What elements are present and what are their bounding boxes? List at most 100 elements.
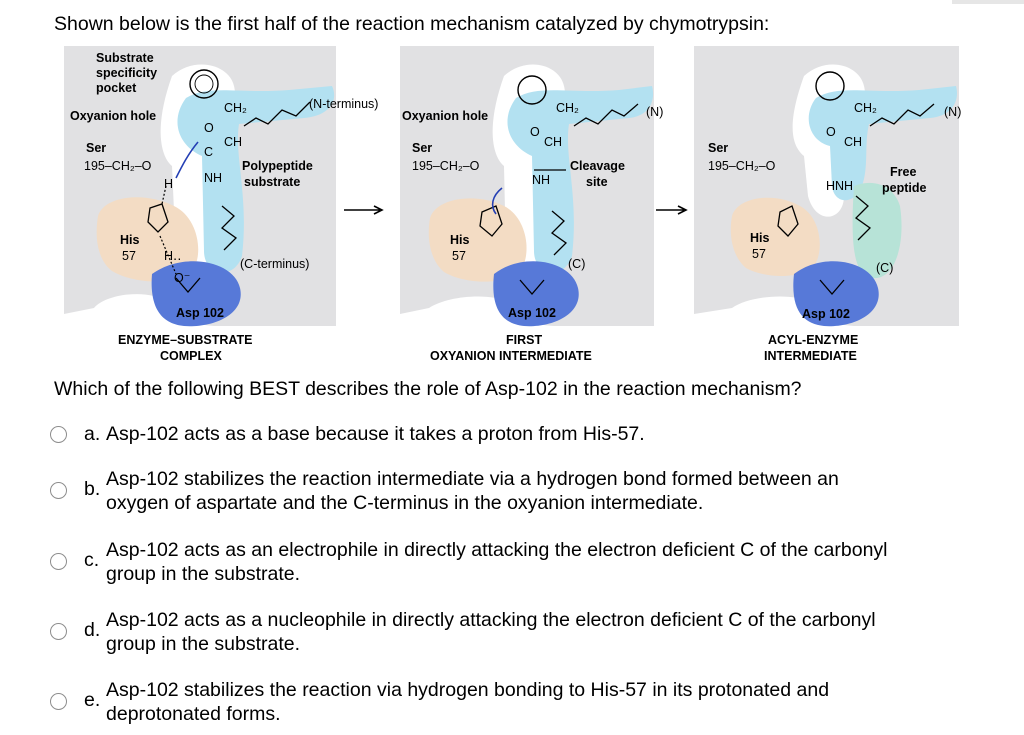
o-label: O	[204, 121, 214, 135]
option-c-line-2: group in the substrate.	[106, 563, 301, 585]
imidazole-ring-3	[777, 205, 799, 237]
ch-label-2: CH	[544, 135, 562, 149]
polypeptide-label-2: substrate	[244, 175, 300, 189]
radio-button-e[interactable]	[50, 693, 67, 710]
his-label-2: His	[450, 233, 470, 247]
option-b-line-2: oxygen of aspartate and the C-terminus i…	[106, 492, 704, 514]
asp-region-3	[793, 261, 879, 327]
option-e-line-1: Asp-102 stabilizes the reaction via hydr…	[106, 679, 830, 701]
o-label-2: O	[530, 125, 540, 139]
option-letter-c: c.	[84, 549, 100, 571]
mechanism-diagram: Substrate specificity pocket Oxyanion ho…	[64, 46, 961, 363]
proton-arrow	[491, 187, 503, 215]
his-num-label-3: 57	[752, 247, 766, 261]
his-num-label: 57	[122, 249, 136, 263]
his-label-3: His	[750, 231, 770, 245]
step-arrow-2	[656, 205, 688, 215]
option-text-d: Asp-102 acts as a nucleophile in directl…	[106, 608, 1006, 656]
attack-arrow	[175, 141, 199, 179]
his-region-3	[730, 197, 820, 276]
option-a-line-1: Asp-102 acts as a base because it takes …	[106, 423, 645, 445]
option-letter-b: b.	[84, 478, 101, 500]
panel-enzyme-substrate: Substrate specificity pocket Oxyanion ho…	[64, 46, 378, 363]
his-num-label-2: 57	[452, 249, 466, 263]
ch-label-3: CH	[844, 135, 862, 149]
carboxylate-2	[519, 279, 545, 295]
radio-button-b[interactable]	[50, 482, 67, 499]
pocket-label-1: Substrate	[96, 51, 154, 65]
his-region	[96, 197, 199, 282]
caption-1-line-2: COMPLEX	[160, 349, 222, 363]
ch-label: CH	[224, 135, 242, 149]
option-text-e: Asp-102 stabilizes the reaction via hydr…	[106, 678, 1006, 726]
asp-region-2	[493, 261, 579, 327]
nh-label-2: NH	[532, 173, 550, 187]
ser-chain-label-2: 195–CH₂–O	[412, 159, 480, 173]
caption-3-line-1: ACYL-ENZYME	[768, 333, 858, 347]
free-peptide-label-1: Free	[890, 165, 916, 179]
c-terminus-label: (C-terminus)	[240, 257, 309, 271]
option-letter-e: e.	[84, 689, 101, 711]
oxyanion-label: Oxyanion hole	[70, 109, 156, 123]
radio-button-a[interactable]	[50, 426, 67, 443]
option-letter-a: a.	[84, 423, 101, 445]
asp-label-3: Asp 102	[802, 307, 850, 321]
question-text: Which of the following BEST describes th…	[54, 378, 802, 400]
phenyl-ring-2	[517, 75, 547, 105]
polypeptide-label-1: Polypeptide	[242, 159, 313, 173]
carboxylate	[175, 277, 201, 293]
ser-label-2: Ser	[412, 141, 432, 155]
backbone-c-side-2	[550, 210, 568, 256]
substrate-region-2	[507, 86, 654, 273]
option-b-line-1: Asp-102 stabilizes the reaction intermed…	[106, 468, 839, 490]
asp-label-2: Asp 102	[508, 306, 556, 320]
nh-label: NH	[204, 171, 222, 185]
option-text-b: Asp-102 stabilizes the reaction intermed…	[106, 467, 1006, 515]
caption-3-line-2: INTERMEDIATE	[764, 349, 857, 363]
n-terminus-label: (N-terminus)	[309, 97, 378, 111]
c-label-2: (C)	[568, 257, 585, 271]
hbond-his-asp	[159, 235, 177, 275]
o-minus-label: O⁻	[174, 271, 190, 285]
imidazole-ring	[147, 203, 169, 233]
n-label-3: (N)	[944, 105, 961, 119]
phenyl-ring-3	[815, 71, 845, 101]
ch2-label: CH₂	[224, 101, 247, 115]
caption-1-line-1: ENZYME–SUBSTRATE	[118, 333, 253, 347]
his-region-2	[428, 198, 527, 282]
o-label-3: O	[826, 125, 836, 139]
pocket-label-3: pocket	[96, 81, 137, 95]
imidazole-ring-2	[479, 205, 503, 237]
ser-chain-label: 195–CH₂–O	[84, 159, 152, 173]
radio-button-d[interactable]	[50, 623, 67, 640]
panel-oxyanion-intermediate: Oxyanion hole CH₂ (N) O CH Ser 195–CH₂–O…	[400, 46, 663, 363]
h-dots-label: H․․	[164, 249, 181, 263]
substrate-region-3	[808, 86, 957, 201]
option-text-c: Asp-102 acts as an electrophile in direc…	[106, 538, 1006, 586]
hbond-ser-his	[161, 185, 167, 205]
option-c-line-1: Asp-102 acts as an electrophile in direc…	[106, 539, 888, 561]
ch2-label-3: CH₂	[854, 101, 877, 115]
option-letter-d: d.	[84, 619, 101, 641]
h-label: H	[164, 177, 173, 191]
intro-text: Shown below is the first half of the rea…	[54, 13, 770, 35]
backbone-c-side-3	[854, 195, 872, 241]
backbone-c-side	[220, 205, 238, 251]
free-peptide-region	[852, 182, 902, 279]
asp-region	[151, 261, 241, 327]
phenyl-ring	[189, 69, 219, 99]
radio-button-c[interactable]	[50, 553, 67, 570]
option-d-line-2: group in the substrate.	[106, 633, 301, 655]
option-text-a: Asp-102 acts as a base because it takes …	[106, 422, 1006, 446]
cleavage-label-2: site	[586, 175, 608, 189]
panel-acyl-enzyme: CH₂ (N) O CH Ser 195–CH₂–O HNH Free pept…	[694, 46, 961, 363]
hnh-label: HNH	[826, 179, 853, 193]
oxyanion-label-2: Oxyanion hole	[402, 109, 488, 123]
mechanism-figure: Substrate specificity pocket Oxyanion ho…	[64, 46, 964, 371]
phenyl-ring-inner	[194, 74, 214, 94]
option-e-line-2: deprotonated forms.	[106, 703, 281, 725]
top-edge-bar	[952, 0, 1024, 4]
c-label-3: (C)	[876, 261, 893, 275]
caption-2-line-1: FIRST	[506, 333, 542, 347]
ser-label-3: Ser	[708, 141, 728, 155]
